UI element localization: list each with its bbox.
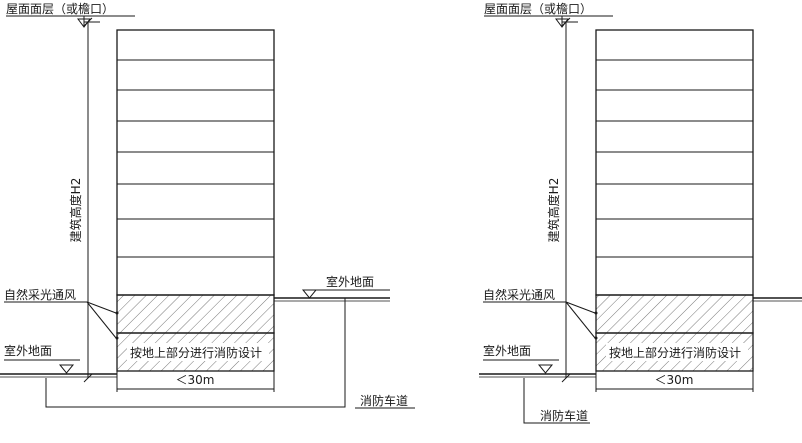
right-fire-lane-leader: [523, 378, 538, 424]
left-height-label: 建筑高度H2: [68, 178, 83, 243]
right-fire-lane-label: 消防车道: [540, 408, 588, 423]
right-width-label: ＜30m: [655, 373, 694, 387]
right-fire-design-note: 按地上部分进行消防设计: [609, 345, 741, 360]
left-fire-design-note: 按地上部分进行消防设计: [130, 345, 262, 360]
right-outdoor-ground-left-label: 室外地面: [483, 343, 531, 358]
right-diagram: 屋面面层（或檐口） 建筑高度H2 按地上部分进行消防设计 自然采光通风: [479, 2, 802, 424]
left-fire-lane-leader: [45, 298, 346, 408]
left-roof-label: 屋面面层（或檐口）: [6, 2, 114, 16]
right-building: [595, 29, 754, 296]
left-diagram: 屋面面层（或檐口） 建筑高度H2 按地上部分进行: [0, 2, 415, 409]
left-fire-lane-label: 消防车道: [360, 393, 408, 408]
left-outdoor-ground-right-label: 室外地面: [326, 274, 374, 289]
left-building: [116, 29, 275, 296]
right-basement-hatched: [595, 294, 754, 372]
left-daylight-leader: [86, 301, 117, 314]
left-basement-hatched: [116, 294, 275, 372]
right-daylight-label: 自然采光通风: [483, 287, 555, 302]
left-daylight-label: 自然采光通风: [4, 287, 76, 302]
left-right-ground-elevation-marker: [301, 289, 318, 299]
left-outdoor-ground-left-label: 室外地面: [4, 343, 52, 358]
right-left-ground-elevation-marker: [537, 364, 554, 374]
right-height-label: 建筑高度H2: [546, 178, 561, 243]
left-left-ground-elevation-marker: [58, 364, 75, 374]
right-daylight-leader: [565, 301, 596, 314]
right-roof-label: 屋面面层（或檐口）: [484, 2, 592, 16]
left-width-label: ＜30m: [176, 373, 215, 387]
